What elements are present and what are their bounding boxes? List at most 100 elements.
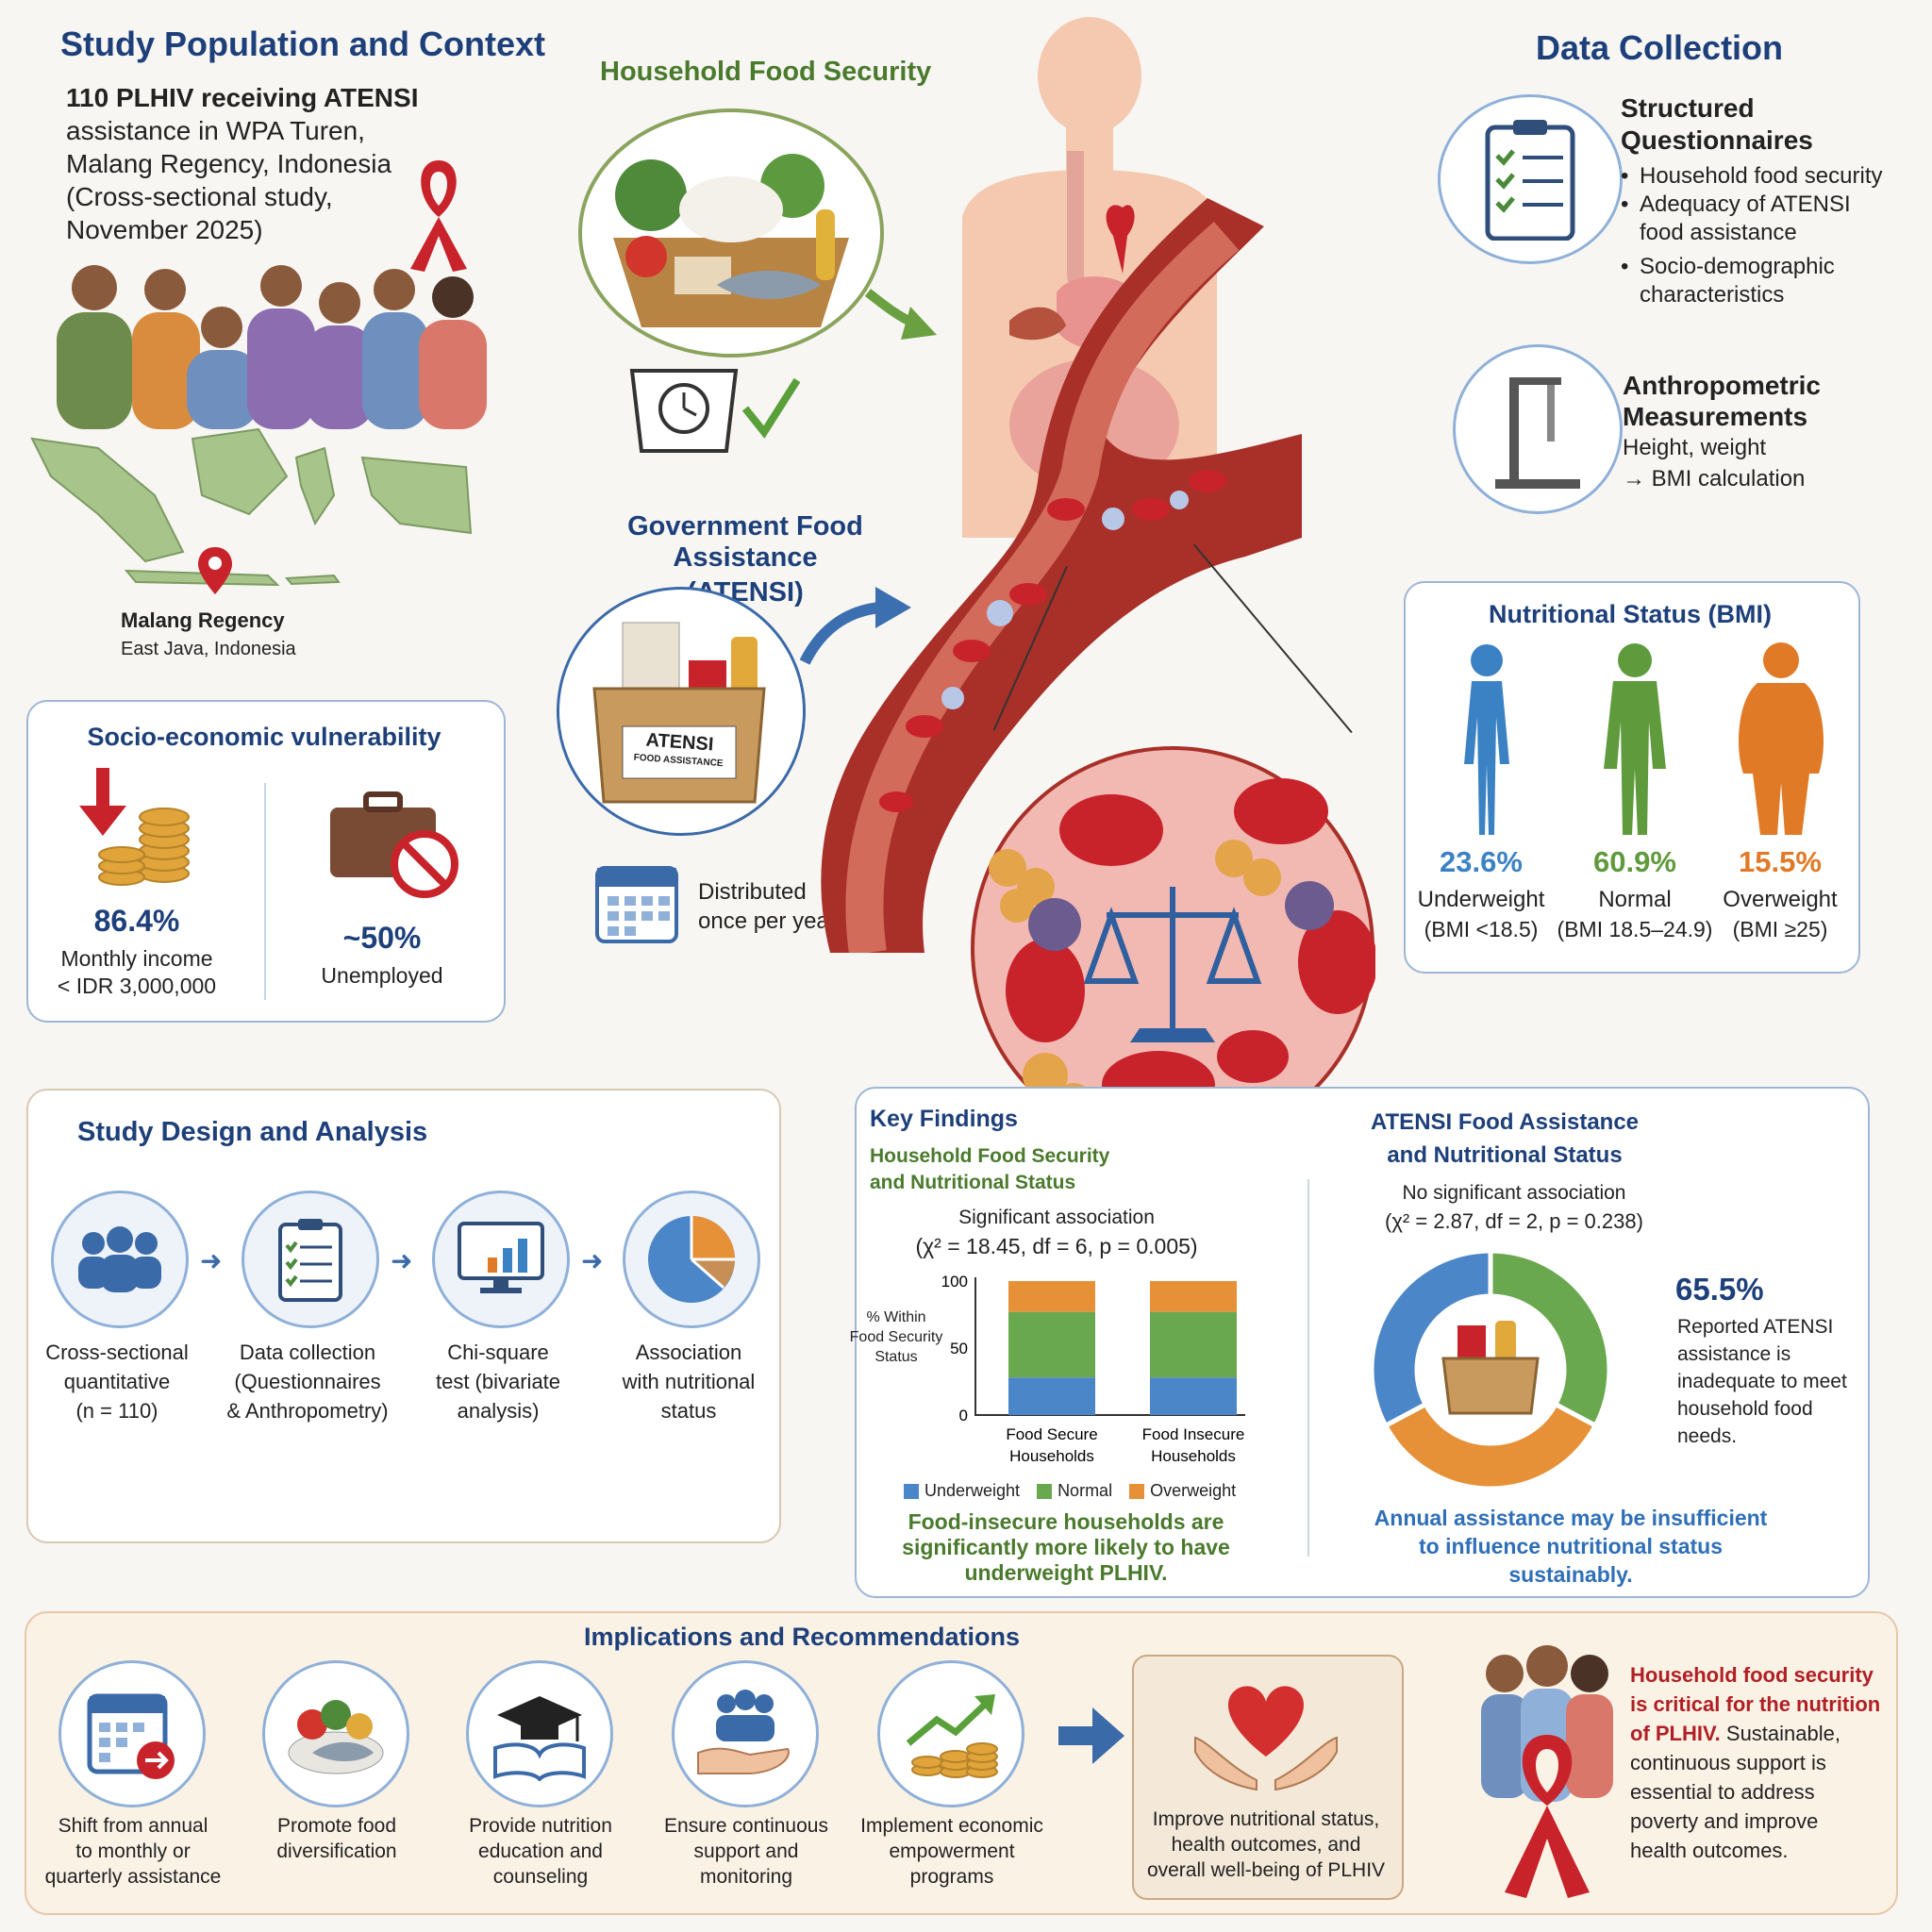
unemployed-stat: ~50% Unemployed <box>283 921 481 989</box>
distributed-line1: Distributed <box>698 879 807 905</box>
bar-segment-underweight <box>1008 1377 1095 1415</box>
scale-check-icon <box>629 369 801 453</box>
findings-subheading: Household Food Security and Nutritional … <box>870 1145 1110 1193</box>
distributed-note: Distributed once per year <box>698 877 837 936</box>
findings-conclusion: Food-insecure households are significant… <box>902 1509 1230 1585</box>
anthropometric-line1: Height, weight <box>1623 435 1767 460</box>
bmi-heading: Nutritional Status (BMI) <box>1489 600 1772 628</box>
red-ribbon-icon <box>410 160 467 272</box>
underweight-figure-icon <box>1464 644 1509 835</box>
unemployed-value: ~50% <box>342 921 422 955</box>
final-message: Household food security is critical for … <box>1630 1663 1881 1862</box>
socio-divider <box>264 783 266 1000</box>
legend-swatch <box>1129 1483 1145 1499</box>
clipboard-icon <box>278 1219 342 1302</box>
design-heading: Study Design and Analysis <box>77 1117 428 1147</box>
anthropometric-line2: → BMI calculation <box>1623 466 1806 491</box>
donut-segment-blue <box>1369 1248 1493 1429</box>
bmi-underweight: 23.6% Underweight (BMI <18.5) <box>1406 845 1557 942</box>
indonesia-map <box>30 427 473 587</box>
income-label2: < IDR 3,000,000 <box>57 974 217 998</box>
donut-segment-green <box>1488 1248 1612 1429</box>
questionnaire-title1: Structured <box>1621 93 1755 123</box>
bmi-underweight-value: 23.6% <box>1440 845 1523 878</box>
map-label: Malang Regency East Java, Indonesia <box>121 608 296 660</box>
legend-underweight: Underweight <box>904 1481 1020 1501</box>
x-category-label: Food Insecure <box>1142 1425 1245 1443</box>
people-group-illustration <box>57 265 487 429</box>
y-tick-label: 100 <box>941 1273 968 1291</box>
study-line5: November 2025) <box>66 215 263 244</box>
income-label1: Monthly income <box>60 946 213 971</box>
map-label-region: Malang Regency <box>121 608 285 632</box>
bmi-normal-range: (BMI 18.5–24.9) <box>1557 917 1713 941</box>
overweight-figure-icon <box>1739 642 1824 835</box>
food-security-heading: Household Food Security <box>600 57 932 87</box>
heart-hands-icon <box>1194 1686 1338 1791</box>
x-category-label: Households <box>1009 1447 1094 1465</box>
design-step2-circle <box>242 1191 379 1328</box>
y-tick-label: 50 <box>950 1340 968 1357</box>
findings-heading: Key Findings <box>870 1106 1018 1132</box>
design-step4-circle <box>623 1191 760 1328</box>
donut-segment-orange <box>1382 1401 1599 1491</box>
findings-significance: Significant association (χ² = 18.45, df … <box>915 1207 1198 1258</box>
atensi-food-box-illustration <box>592 622 766 804</box>
study-line1: 110 PLHIV receiving ATENSI <box>66 83 419 112</box>
anthropometric-title2: Measurements <box>1623 402 1808 431</box>
calendar-icon <box>595 866 678 943</box>
study-line3: Malang Regency, Indonesia <box>66 149 392 178</box>
bmi-underweight-label: Underweight <box>1417 887 1545 912</box>
support-hands-icon <box>697 1690 790 1774</box>
anthropometric-title1: Anthropometric <box>1623 371 1821 400</box>
design-arrow1: ➜ <box>200 1246 223 1275</box>
implications-heading: Implications and Recommendations <box>583 1623 1021 1651</box>
x-category-label: Households <box>1151 1447 1236 1465</box>
implications-arrow-icon <box>1058 1707 1124 1764</box>
findings-divider <box>1307 1179 1309 1557</box>
bmi-underweight-range: (BMI <18.5) <box>1424 917 1539 941</box>
questionnaire-icon-circle <box>1438 94 1623 264</box>
income-stat: 86.4% Monthly income < IDR 3,000,000 <box>38 904 236 999</box>
growth-coins-icon <box>906 1694 998 1778</box>
pie-chart-icon <box>648 1216 735 1303</box>
bmi-normal-label: Normal <box>1598 887 1672 912</box>
monitor-chart-icon <box>458 1222 544 1293</box>
study-heading: Study Population and Context <box>60 25 545 63</box>
income-value: 86.4% <box>93 904 180 938</box>
study-line2: assistance in WPA Turen, <box>66 116 365 145</box>
impl-2-circle <box>262 1660 409 1807</box>
outcome-box <box>1132 1655 1404 1900</box>
design-step3-circle <box>432 1191 570 1328</box>
questionnaire-items: Household food security Adequacy of ATEN… <box>1621 162 1882 309</box>
calendar-plus-icon <box>87 1693 175 1779</box>
bmi-overweight: 15.5% Overweight (BMI ≥25) <box>1709 845 1851 942</box>
bmi-normal-value: 60.9% <box>1593 845 1676 878</box>
study-description: 110 PLHIV receiving ATENSI assistance in… <box>66 81 418 246</box>
outcome-text: Improve nutritional status, health outco… <box>1146 1808 1386 1881</box>
income-decline-icon <box>79 768 190 886</box>
clipboard-checklist-icon <box>1485 120 1575 241</box>
impl-1-circle <box>58 1660 206 1807</box>
stadiometer-icon-circle <box>1453 344 1623 514</box>
questionnaire-item: Household food security <box>1621 162 1882 191</box>
bar-segment-normal <box>1150 1311 1237 1378</box>
blue-arrow-icon <box>800 587 911 665</box>
questionnaire-title2: Questionnaires <box>1621 125 1813 155</box>
design-step1-circle <box>51 1191 189 1328</box>
bar-segment-underweight <box>1150 1377 1237 1415</box>
design-arrow2: ➜ <box>391 1246 413 1275</box>
bmi-overweight-value: 15.5% <box>1739 845 1822 878</box>
questionnaire-title: Structured Questionnaires <box>1621 92 1813 157</box>
unemployed-label: Unemployed <box>321 963 443 988</box>
